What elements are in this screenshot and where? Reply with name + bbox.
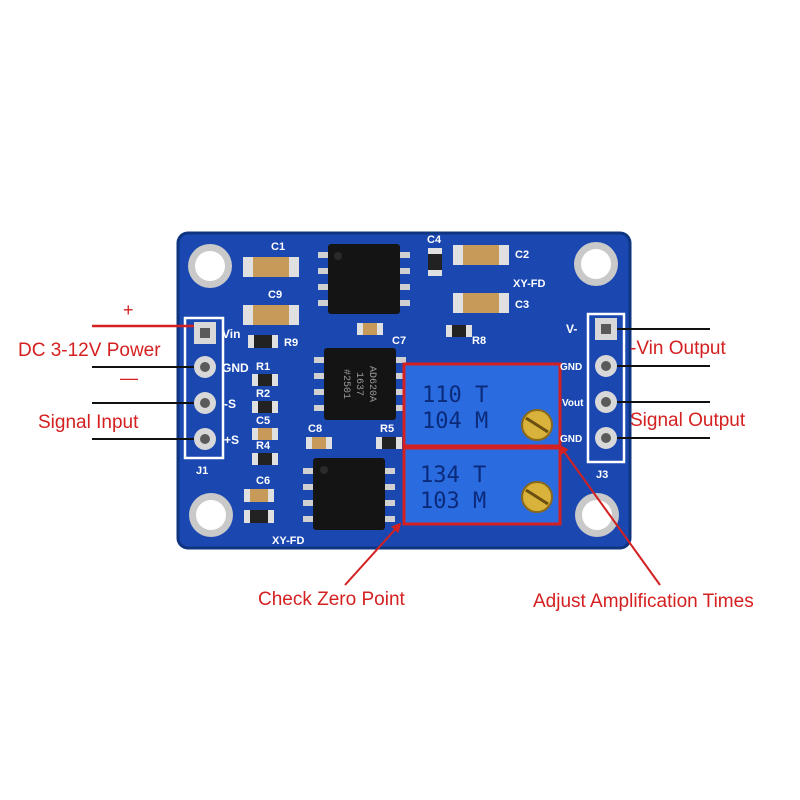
pin-gnd-right	[595, 355, 617, 377]
silk-r9: R9	[284, 337, 298, 349]
adjust-amp-label: Adjust Amplification Times	[533, 591, 754, 612]
resistor-r5	[376, 437, 402, 449]
silk-c5: C5	[256, 415, 270, 427]
minus-sign: —	[120, 368, 138, 388]
silk-j1: J1	[196, 465, 208, 477]
pin-v-minus	[595, 318, 617, 340]
silk-c9: C9	[268, 289, 282, 301]
chip-marking-line2: 1637	[353, 372, 364, 396]
pin-vout	[595, 391, 617, 413]
silk-gnd-right2: GND	[560, 434, 582, 445]
mounting-hole	[189, 493, 233, 537]
header-j3-outline	[586, 312, 626, 464]
pin-minus-s	[194, 392, 216, 414]
callout-arrows	[344, 444, 661, 586]
pin-vin	[194, 322, 216, 344]
ic-ad620: AD620A 1637 #2501	[314, 348, 406, 420]
silk-brand-top: XY-FD	[513, 278, 545, 290]
silk-minus-s: -S	[224, 397, 236, 411]
ic-top	[318, 244, 410, 314]
resistor-r1	[252, 374, 278, 386]
capacitor-c6	[244, 489, 274, 502]
capacitor-c5	[252, 428, 278, 440]
silk-plus-s: +S	[224, 433, 239, 447]
capacitor-c3	[453, 293, 509, 313]
silk-c6: C6	[256, 475, 270, 487]
capacitor-c8	[306, 437, 332, 449]
silk-gnd-right: GND	[560, 362, 582, 373]
silk-r5: R5	[380, 423, 394, 435]
silk-r4: R4	[256, 440, 271, 452]
chip-marking-line3: #2501	[340, 369, 351, 399]
resistor-r4	[252, 453, 278, 465]
silk-c4: C4	[427, 234, 442, 246]
adjust-screw-top[interactable]	[521, 409, 553, 441]
resistor-r8	[446, 325, 472, 337]
silk-brand-bottom: XY-FD	[272, 535, 304, 547]
adjust-screw-bottom[interactable]	[521, 481, 553, 513]
signal-output-label: Signal Output	[630, 410, 746, 431]
mounting-hole	[575, 493, 619, 537]
silk-c3: C3	[515, 299, 529, 311]
check-zero-label: Check Zero Point	[258, 589, 405, 610]
capacitor-c9	[243, 305, 299, 325]
pot-top-line2: 104 M	[422, 409, 488, 434]
chip-marking-line1: AD620A	[366, 366, 377, 402]
silk-c1: C1	[271, 241, 285, 253]
silk-c2: C2	[515, 249, 529, 261]
pin-plus-s	[194, 428, 216, 450]
pcb-board: AD620A 1637 #2501 110 T 104 M	[176, 231, 632, 550]
ic-bottom	[303, 458, 395, 530]
silk-r2: R2	[256, 388, 270, 400]
power-label: DC 3-12V Power	[18, 340, 161, 361]
vin-output-label: -Vin Output	[630, 338, 726, 359]
silk-c7: C7	[392, 335, 406, 347]
silk-gnd-left: GND	[222, 361, 249, 375]
pin-gnd-right2	[595, 427, 617, 449]
silk-c8: C8	[308, 423, 322, 435]
arrow-check-zero	[344, 522, 402, 586]
resistor-r9	[248, 335, 278, 348]
resistor-r2	[252, 401, 278, 413]
capacitor-c1	[243, 257, 299, 277]
silk-r1: R1	[256, 361, 270, 373]
capacitor-c7	[357, 323, 383, 335]
signal-input-label: Signal Input	[38, 412, 139, 433]
resistor-r3	[244, 510, 274, 523]
capacitor-c2	[453, 245, 509, 265]
silk-v-minus: V-	[566, 322, 577, 336]
silk-vin: Vin	[222, 327, 240, 341]
potentiometer-top[interactable]: 110 T 104 M	[402, 362, 562, 448]
arrow-adjust-amp	[558, 444, 661, 586]
mounting-hole	[574, 242, 618, 286]
capacitor-c4	[428, 248, 442, 276]
silk-vout: Vout	[562, 398, 584, 409]
header-j1-outline	[183, 316, 225, 460]
connection-lines	[92, 328, 710, 440]
silk-j3: J3	[596, 469, 608, 481]
pot-bottom-line2: 103 M	[420, 489, 486, 514]
silk-r8: R8	[472, 335, 486, 347]
pin-gnd-left	[194, 356, 216, 378]
potentiometer-bottom[interactable]: 134 T 103 M	[402, 446, 562, 526]
pot-top-line1: 110 T	[422, 383, 488, 408]
pot-bottom-line1: 134 T	[420, 463, 486, 488]
plus-sign: +	[123, 300, 134, 320]
mounting-hole	[188, 244, 232, 288]
